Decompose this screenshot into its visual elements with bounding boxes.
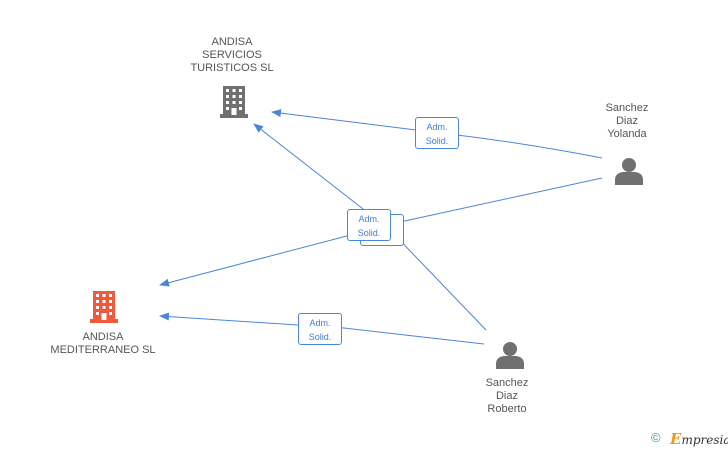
building-icon[interactable] bbox=[220, 86, 248, 118]
company-label-servicios[interactable]: ANDISA SERVICIOS TURISTICOS SL bbox=[190, 36, 274, 74]
brand-logo: Empresia bbox=[670, 430, 728, 448]
edge-label-yolanda-servicios: Adm. Solid. bbox=[415, 117, 459, 149]
building-icon[interactable] bbox=[90, 291, 118, 323]
person-icon[interactable] bbox=[615, 158, 643, 185]
company-label-mediterraneo[interactable]: ANDISA MEDITERRANEO SL bbox=[50, 331, 156, 356]
person-icon[interactable] bbox=[496, 342, 524, 369]
person-label-roberto[interactable]: Sanchez Diaz Roberto bbox=[485, 377, 529, 415]
edge-label-yolanda-mediterraneo: Adm. Solid. bbox=[347, 209, 391, 241]
edge-label-roberto-mediterraneo: Adm. Solid. bbox=[298, 313, 342, 345]
person-label-yolanda[interactable]: Sanchez Diaz Yolanda bbox=[605, 102, 649, 140]
edge-roberto-mediterraneo bbox=[159, 312, 485, 345]
copyright-symbol: © bbox=[651, 430, 661, 445]
